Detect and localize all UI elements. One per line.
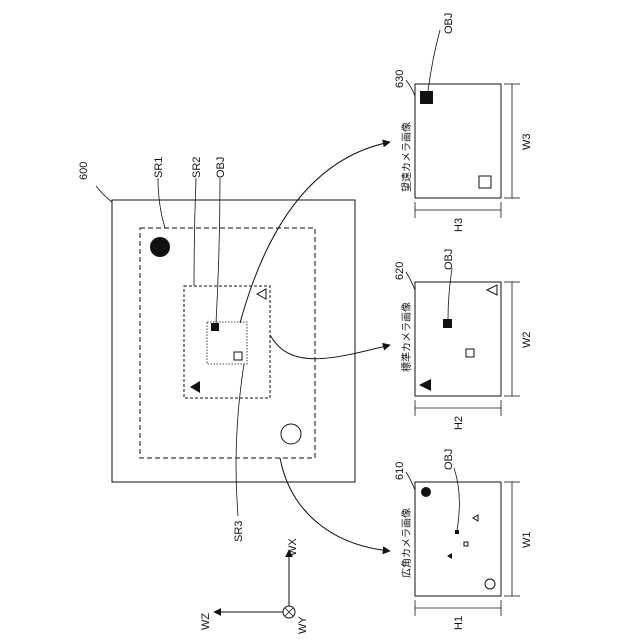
hollow-square-610 bbox=[464, 542, 468, 546]
filled-circle-icon bbox=[150, 237, 170, 257]
label-610: 610 bbox=[394, 462, 406, 480]
label-sr3: SR3 bbox=[233, 521, 245, 542]
outer-frame bbox=[112, 200, 355, 482]
wide-image-610: 610 OBJ 広角カメラ画像 W1 H1 bbox=[394, 449, 533, 630]
label-sr1: SR1 bbox=[153, 157, 165, 178]
hollow-square-630 bbox=[479, 176, 491, 188]
caption-610: 広角カメラ画像 bbox=[400, 508, 413, 578]
coordinate-axes: WX WZ WY bbox=[200, 538, 309, 634]
hollow-circle-icon bbox=[281, 424, 301, 444]
label-wx: WX bbox=[287, 538, 299, 556]
label-600: 600 bbox=[78, 162, 90, 180]
object-square-630 bbox=[420, 91, 433, 104]
hollow-triangle-610 bbox=[473, 515, 478, 521]
hollow-square-icon bbox=[234, 352, 242, 360]
arrows bbox=[240, 142, 390, 551]
label-obj: OBJ bbox=[215, 157, 227, 178]
label-w2: W2 bbox=[521, 332, 533, 349]
object-square-filled bbox=[211, 323, 219, 331]
filled-triangle-icon bbox=[190, 381, 200, 393]
hollow-square-620 bbox=[466, 349, 474, 357]
leader-600 bbox=[96, 186, 112, 202]
arrow-to-620 bbox=[270, 335, 390, 359]
label-wz: WZ bbox=[200, 613, 212, 630]
object-square-620 bbox=[443, 319, 452, 328]
leader-obj-610 bbox=[454, 468, 459, 530]
scene-600: 600 SR1 SR2 OBJ SR3 bbox=[78, 157, 355, 542]
frame-620 bbox=[415, 282, 501, 396]
region-sr1 bbox=[140, 228, 315, 458]
label-obj-620: OBJ bbox=[443, 249, 455, 270]
label-620: 620 bbox=[394, 262, 406, 280]
leader-630 bbox=[406, 80, 415, 96]
label-w1: W1 bbox=[521, 532, 533, 549]
leader-sr3 bbox=[236, 364, 244, 516]
hollow-triangle-620 bbox=[487, 285, 497, 295]
leader-obj-620 bbox=[448, 268, 452, 319]
leader-sr2 bbox=[194, 178, 196, 286]
standard-image-620: 620 OBJ 標準カメラ画像 W2 H2 bbox=[394, 249, 533, 430]
hollow-circle-610 bbox=[485, 579, 495, 589]
label-h3: H3 bbox=[453, 218, 465, 232]
caption-620: 標準カメラ画像 bbox=[400, 302, 413, 372]
label-630: 630 bbox=[394, 70, 406, 88]
arrow-to-610 bbox=[280, 458, 390, 551]
leader-620 bbox=[406, 272, 415, 290]
label-obj-610: OBJ bbox=[443, 449, 455, 470]
label-obj-630: OBJ bbox=[443, 13, 455, 34]
leader-obj-630 bbox=[428, 30, 440, 91]
filled-triangle-620 bbox=[419, 379, 431, 391]
telephoto-image-630: 630 OBJ 望遠カメラ画像 W3 H3 bbox=[394, 13, 533, 232]
filled-circle-610 bbox=[421, 487, 431, 497]
region-sr2 bbox=[184, 286, 270, 398]
filled-triangle-610 bbox=[447, 553, 452, 559]
object-square-610 bbox=[455, 530, 459, 534]
label-wy: WY bbox=[297, 616, 309, 634]
label-w3: W3 bbox=[521, 134, 533, 151]
leader-610 bbox=[406, 472, 415, 490]
label-h1: H1 bbox=[453, 616, 465, 630]
label-sr2: SR2 bbox=[191, 157, 203, 178]
caption-630: 望遠カメラ画像 bbox=[400, 122, 413, 192]
leader-sr1 bbox=[158, 178, 165, 228]
label-h2: H2 bbox=[453, 416, 465, 430]
hollow-triangle-icon bbox=[257, 289, 266, 299]
